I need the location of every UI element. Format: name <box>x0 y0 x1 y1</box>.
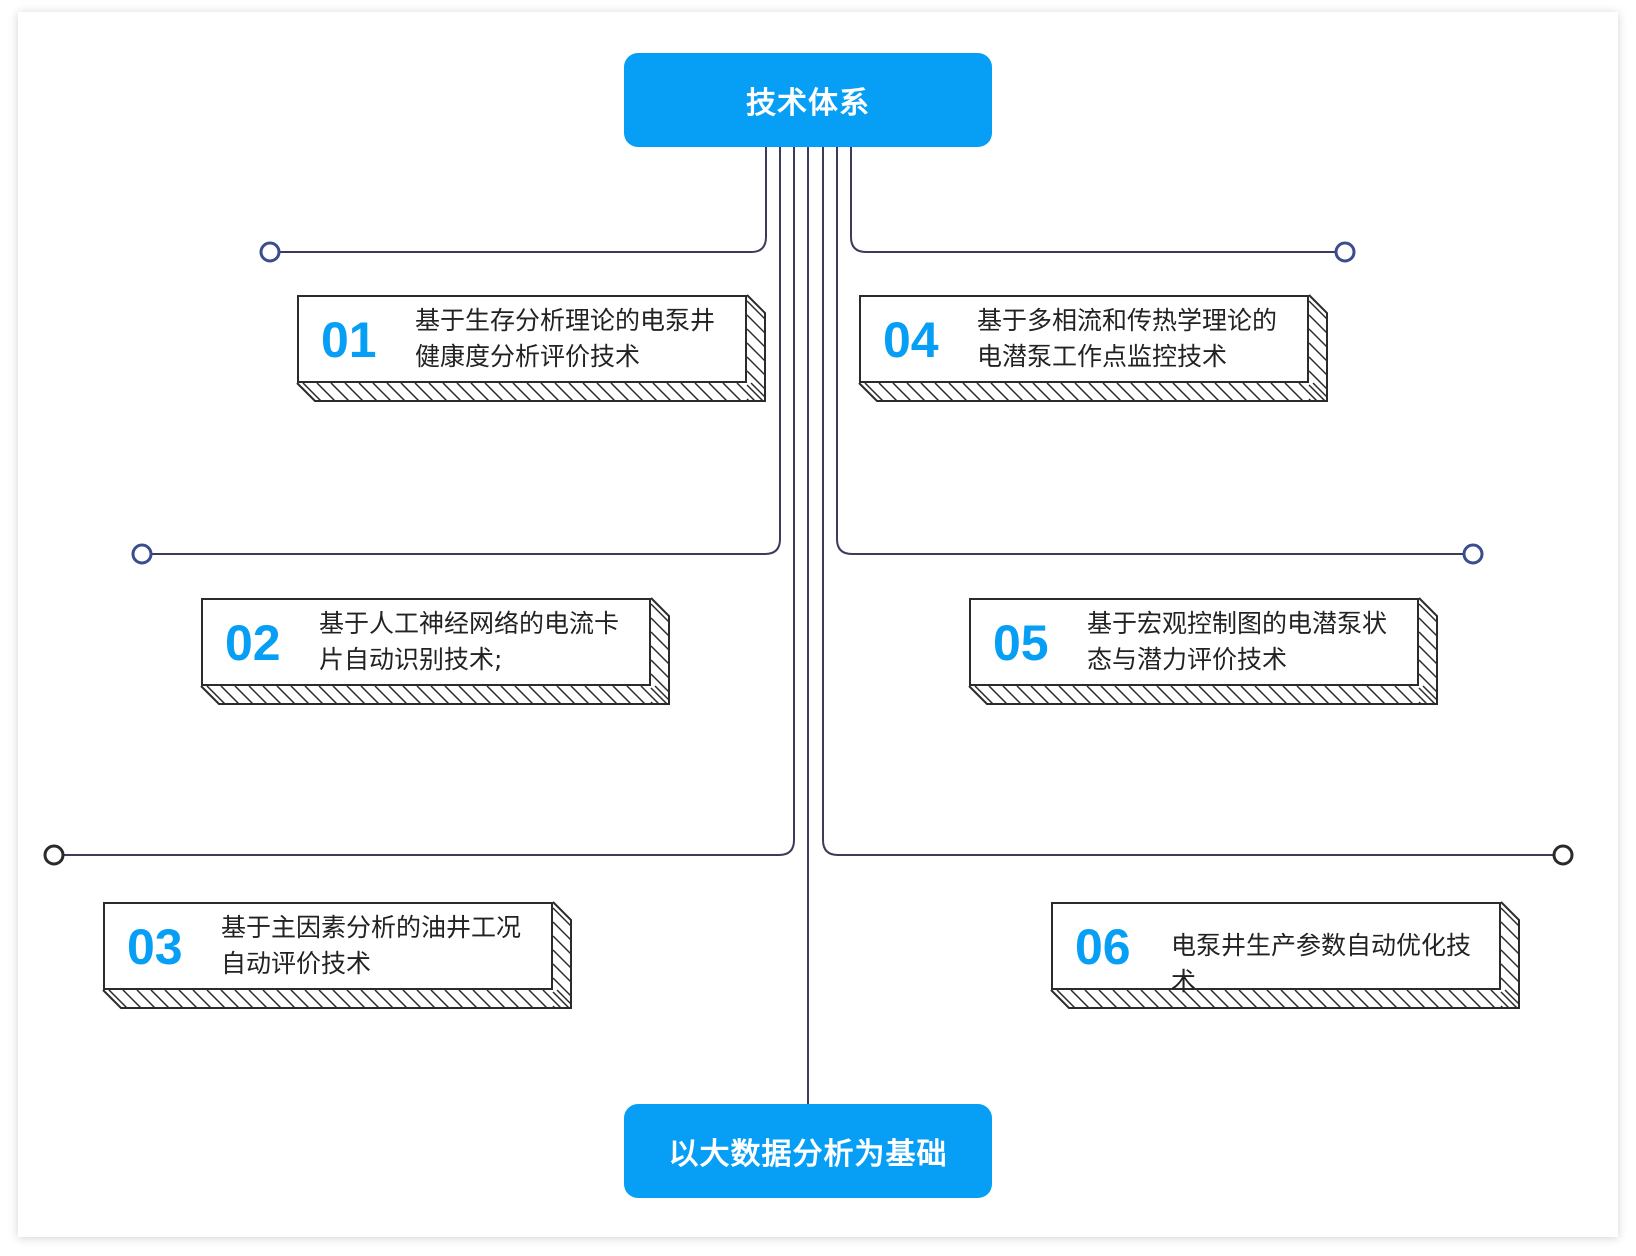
item-box-05: 05 基于宏观控制图的电潜泵状态与潜力评价技术 <box>969 598 1419 686</box>
extrusion-hatch <box>1056 907 1519 1008</box>
item-text: 基于主因素分析的油井工况自动评价技术 <box>221 913 522 978</box>
branch-line-05 <box>836 147 1473 555</box>
connector-dot-01 <box>259 241 281 263</box>
bottom-node-foundation: 以大数据分析为基础 <box>624 1104 992 1198</box>
connector-dot-03 <box>43 844 65 866</box>
item-text: 基于人工神经网络的电流卡片自动识别技术; <box>319 609 620 674</box>
branch-line-04 <box>850 147 1345 253</box>
extrusion-hatch <box>974 603 1437 704</box>
item-number: 05 <box>993 615 1049 671</box>
item-box-02: 02 基于人工神经网络的电流卡片自动识别技术; <box>201 598 651 686</box>
connector-dot-04 <box>1334 241 1356 263</box>
extrusion-hatch <box>864 300 1327 401</box>
item-text: 基于生存分析理论的电泵井健康度分析评价技术 <box>415 306 716 371</box>
item-box-01: 01 基于生存分析理论的电泵井健康度分析评价技术 <box>297 295 747 383</box>
item-number: 02 <box>225 615 281 671</box>
branch-line-01 <box>270 147 767 253</box>
top-node-system: 技术体系 <box>624 53 992 147</box>
connector-dot-02 <box>131 543 153 565</box>
branch-line-03 <box>54 147 795 856</box>
item-box-06: 06 电泵井生产参数自动优化技术 <box>1051 902 1501 996</box>
item-box-04: 04 基于多相流和传热学理论的电潜泵工作点监控技术 <box>859 295 1309 383</box>
item-text: 电泵井生产参数自动优化技术 <box>1171 931 1472 996</box>
item-box-03: 03 基于主因素分析的油井工况自动评价技术 <box>103 902 553 990</box>
branch-line-06 <box>822 147 1563 856</box>
extrusion-hatch <box>302 300 765 401</box>
item-number: 06 <box>1075 919 1131 975</box>
item-number: 04 <box>883 312 939 368</box>
connector-dot-06 <box>1552 844 1574 866</box>
branch-line-02 <box>142 147 781 555</box>
item-text: 基于多相流和传热学理论的电潜泵工作点监控技术 <box>977 306 1278 371</box>
item-number: 01 <box>321 312 377 368</box>
item-number: 03 <box>127 919 183 975</box>
connector-dot-05 <box>1462 543 1484 565</box>
item-text: 基于宏观控制图的电潜泵状态与潜力评价技术 <box>1087 609 1388 674</box>
extrusion-hatch <box>108 907 571 1008</box>
extrusion-hatch <box>206 603 669 704</box>
